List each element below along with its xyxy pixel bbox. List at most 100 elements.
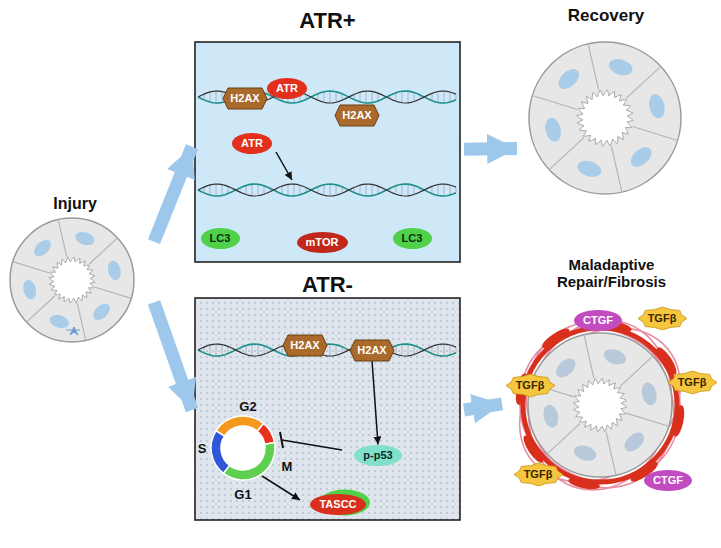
illustration-part: [432, 93, 433, 100]
illustration-part: [222, 345, 223, 356]
illustration-part: [335, 105, 379, 126]
illustration-part: [456, 187, 457, 193]
lc3-protein: LC3: [393, 228, 432, 249]
illustration-part: [577, 90, 634, 147]
process-arrow: [154, 302, 192, 410]
lc3-protein: LC3: [201, 228, 240, 249]
illustration-part: [432, 346, 433, 353]
protein-label: ATR: [276, 82, 298, 95]
tubule-cross-section: [529, 42, 681, 194]
illustration-part: [414, 345, 415, 354]
process-arrow: [464, 404, 502, 410]
illustration-part: [221, 426, 265, 470]
protein-label: LC3: [402, 232, 423, 245]
illustration-part: [602, 347, 628, 368]
illustration-part: [456, 347, 457, 353]
illustration-part: [640, 381, 659, 407]
illustration-part: [668, 371, 717, 394]
mtor-protein: mTOR: [297, 232, 348, 253]
illustration-part: [198, 184, 456, 196]
illustration-part: [90, 301, 113, 324]
illustration-part: [216, 344, 217, 356]
illustration-part: [528, 333, 672, 477]
illustration-part: [21, 279, 37, 301]
illustration-part: [532, 96, 577, 110]
illustration-part: [584, 335, 594, 379]
illustration-part: [294, 184, 295, 196]
p53-protein: p-p53: [354, 445, 402, 466]
collagen-fiber: [510, 304, 690, 506]
panel-frame: [195, 42, 460, 262]
tgfb-factor: TGFβ: [640, 308, 685, 329]
illustration-part: [246, 345, 247, 354]
phase-label: G2: [239, 399, 256, 414]
collagen-fiber: [489, 296, 711, 513]
illustration-part: [198, 184, 456, 196]
phase-label: M: [282, 459, 293, 474]
protein-label: H2AX: [357, 344, 386, 357]
h2ax-histone: H2AX: [335, 105, 379, 126]
illustration-part: [444, 91, 445, 103]
illustration-part: [210, 185, 211, 195]
illustration-part: [432, 186, 433, 193]
fibrosis-tubule: Maladaptive Repair/FibrosisCTGFTGFβTGFβT…: [505, 252, 718, 497]
illustration-part: [74, 230, 97, 248]
illustration-part: [450, 345, 451, 355]
fibroblast: [670, 404, 686, 437]
illustration-part: [555, 65, 583, 93]
illustration-part: [282, 346, 283, 354]
panel-heading: ATR+: [195, 0, 460, 34]
illustration-part: [529, 42, 681, 194]
illustration-part: [27, 296, 55, 322]
illustration-part: [606, 432, 616, 476]
illustration-part: [647, 93, 667, 120]
illustration-part: [456, 94, 457, 100]
atr-negative-panel: ATR-H2AXH2AXp-p53TASCC: [195, 270, 460, 520]
panel-heading: ATR-: [195, 270, 460, 298]
atr-protein: ATR: [232, 133, 272, 154]
illustration-part: [330, 344, 331, 356]
cell-cycle: [211, 416, 275, 480]
protein-label: TGFβ: [678, 376, 707, 389]
phase-label: S: [198, 441, 207, 456]
illustration-part: [366, 91, 367, 103]
protein-label: p-p53: [363, 449, 392, 462]
collagen-fiber: [520, 329, 680, 481]
illustration-part: [10, 218, 134, 342]
illustration-part: [620, 356, 653, 386]
illustration-part: [541, 403, 560, 429]
illustration-part: [228, 346, 229, 353]
illustration-part: [378, 93, 379, 101]
illustration-part: [402, 344, 403, 356]
illustration-part: [607, 56, 635, 78]
illustration-part: [252, 184, 253, 196]
illustration-part: [626, 66, 661, 98]
illustration-part: [549, 138, 584, 170]
illustration-part: [31, 237, 54, 260]
illustration-part: [246, 185, 247, 194]
illustration-part: [95, 287, 132, 298]
tascc-arrow: [262, 476, 300, 500]
illustration-part: [438, 345, 439, 356]
illustration-part: [574, 310, 622, 331]
process-arrow: [464, 142, 517, 156]
illustration-part: [288, 184, 289, 195]
process-arrow: [154, 147, 192, 242]
illustration-part: [408, 91, 409, 103]
illustration-part: [222, 185, 223, 196]
illustration-part: [626, 413, 669, 426]
illustration-part: [354, 445, 402, 466]
illustration-part: [396, 186, 397, 195]
illustration-part: [572, 443, 598, 464]
protein-label: TGFβ: [524, 468, 553, 481]
ctgf-factor: CTGF: [574, 310, 622, 331]
illustration-part: [444, 344, 445, 356]
illustration-part: [297, 232, 348, 253]
protein-label: CTGF: [583, 314, 613, 327]
illustration-part: [573, 378, 627, 432]
illustration-part: [414, 92, 415, 101]
illustration-part: [402, 91, 403, 103]
illustration-part: [644, 470, 692, 491]
illustration-part: [350, 340, 394, 361]
illustration-part: [396, 346, 397, 355]
